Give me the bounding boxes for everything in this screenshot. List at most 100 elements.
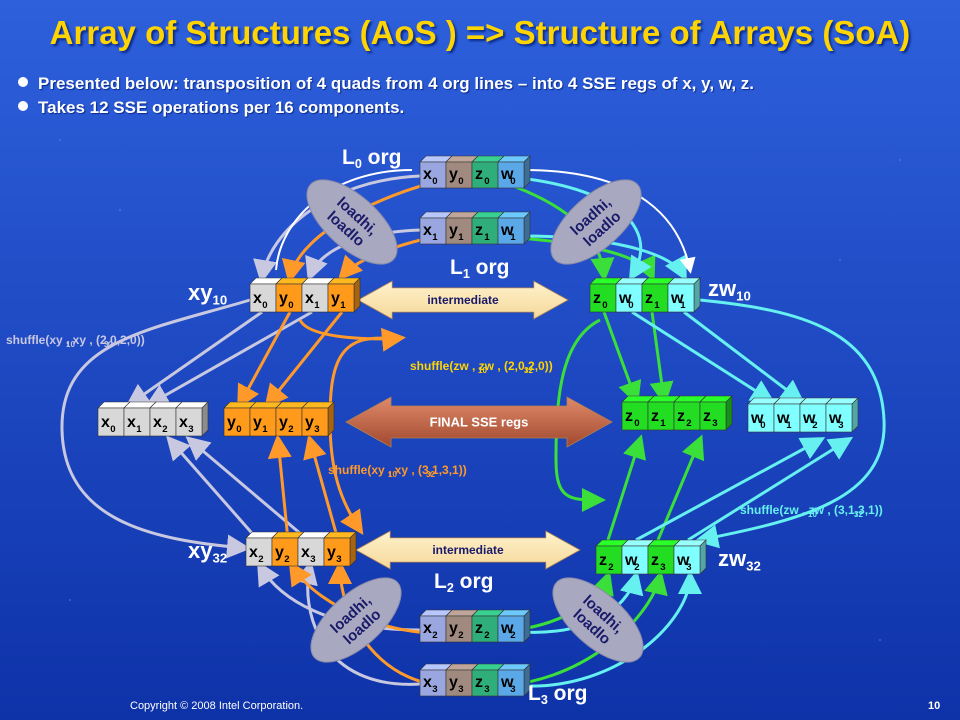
cell-label: x [253, 290, 262, 307]
cell-subscript: 1 [314, 300, 320, 311]
arc-l0-right [523, 169, 696, 274]
label-zw32: zw32 [718, 546, 761, 573]
cell-subscript: 3 [188, 424, 193, 435]
cell-subscript: 3 [686, 562, 691, 573]
cell-subscript: 3 [712, 418, 717, 429]
cell-subscript: 0 [634, 418, 639, 429]
cell-subscript: 1 [432, 232, 438, 243]
cell-label: x [153, 414, 162, 431]
cell-subscript: 2 [432, 630, 437, 641]
cell-subscript: 3 [314, 424, 319, 435]
cell-label: y [331, 290, 340, 307]
cell-subscript: 3 [838, 420, 843, 431]
shuffle-loop-orange-top [298, 319, 406, 352]
cell-w3: w3 [497, 663, 531, 697]
cell-label: y [305, 414, 314, 431]
cell-label: w [500, 222, 514, 239]
arrow-z0-final [602, 311, 642, 406]
cell-label: w [670, 290, 684, 307]
cell-w2: w2 [497, 609, 531, 643]
arrow-y2-final [267, 434, 292, 541]
cell-label: y [449, 674, 458, 691]
cell-label: w [676, 552, 690, 569]
cell-subscript: 0 [288, 300, 293, 311]
cell-subscript: 2 [458, 630, 463, 641]
bullet-2-text: Takes 12 SSE operations per 16 component… [38, 98, 405, 117]
cell-label: z [645, 290, 653, 307]
cell-label: y [327, 544, 336, 561]
cell-subscript: 3 [484, 684, 489, 695]
arrow-y1-final [264, 311, 344, 409]
cell-subscript: 1 [262, 424, 268, 435]
arrow-y3-final [303, 434, 340, 541]
cell-subscript: 3 [660, 562, 665, 573]
cell-label: x [423, 222, 432, 239]
shuffle-loop-right [694, 298, 886, 549]
shuffle-loop-left [60, 298, 251, 559]
cell-label: w [624, 552, 638, 569]
label-xy32: xy32 [188, 538, 227, 565]
cell-subscript: 1 [136, 424, 142, 435]
label-l1-org: L1 org [450, 256, 510, 281]
bullet-dot [18, 77, 28, 87]
cell-label: y [275, 544, 284, 561]
cell-label: x [423, 620, 432, 637]
cell-subscript: 1 [660, 418, 666, 429]
arrow-x1-final [144, 310, 313, 407]
page-number: 10 [928, 700, 941, 712]
intermediate-arrow-top: intermediate [357, 280, 569, 320]
final-sse-regs-arrow-label: FINAL SSE regs [430, 415, 529, 430]
cell-label: z [475, 674, 483, 691]
svg-text:32: 32 [104, 340, 113, 349]
arrow-x3-final [185, 436, 309, 542]
svg-text:10: 10 [478, 366, 487, 375]
cell-label: w [500, 674, 514, 691]
svg-text:10: 10 [388, 470, 397, 479]
copyright-text: Copyright © 2008 Intel Corporation. [130, 700, 304, 712]
cell-label: x [127, 414, 136, 431]
bullet-dot [18, 101, 28, 111]
cell-w1: w1 [773, 397, 807, 433]
label-xy10: xy10 [188, 280, 227, 307]
cell-label: z [651, 408, 659, 425]
cell-label: x [305, 290, 314, 307]
cell-subscript: 0 [484, 176, 489, 187]
cell-label: w [618, 290, 632, 307]
cell-label: w [750, 410, 764, 427]
svg-text:32: 32 [854, 510, 863, 519]
cell-label: y [227, 414, 236, 431]
cell-subscript: 0 [760, 420, 765, 431]
shuffle-zw-lo-text: shuffle(zw , zw , (2,0,2,0)) [410, 359, 553, 373]
cell-label: x [249, 544, 258, 561]
cell-subscript: 1 [786, 420, 792, 431]
cell-subscript: 0 [262, 300, 267, 311]
cell-subscript: 3 [336, 554, 341, 565]
label-l0-org: L0 org [342, 146, 402, 171]
cell-w1: w1 [497, 211, 531, 245]
cell-subscript: 2 [686, 418, 691, 429]
cell-subscript: 0 [458, 176, 463, 187]
cell-label: w [776, 410, 790, 427]
svg-text:10: 10 [808, 510, 817, 519]
arrow-w1-final [683, 310, 805, 404]
arrow-z2-final [606, 434, 646, 541]
cell-subscript: 2 [284, 554, 289, 565]
intermediate-arrow-top-label: intermediate [427, 293, 499, 307]
cell-label: x [179, 414, 188, 431]
shuffle-zw-hi-text: shuffle(zw , zw , (3,1,3,1)) [740, 503, 883, 517]
cell-subscript: 0 [236, 424, 241, 435]
shuffle-zw-hi: shuffle(zw , zw , (3,1,3,1))10 32 [740, 503, 883, 519]
final-sse-regs-arrow: FINAL SSE regs [345, 396, 613, 448]
